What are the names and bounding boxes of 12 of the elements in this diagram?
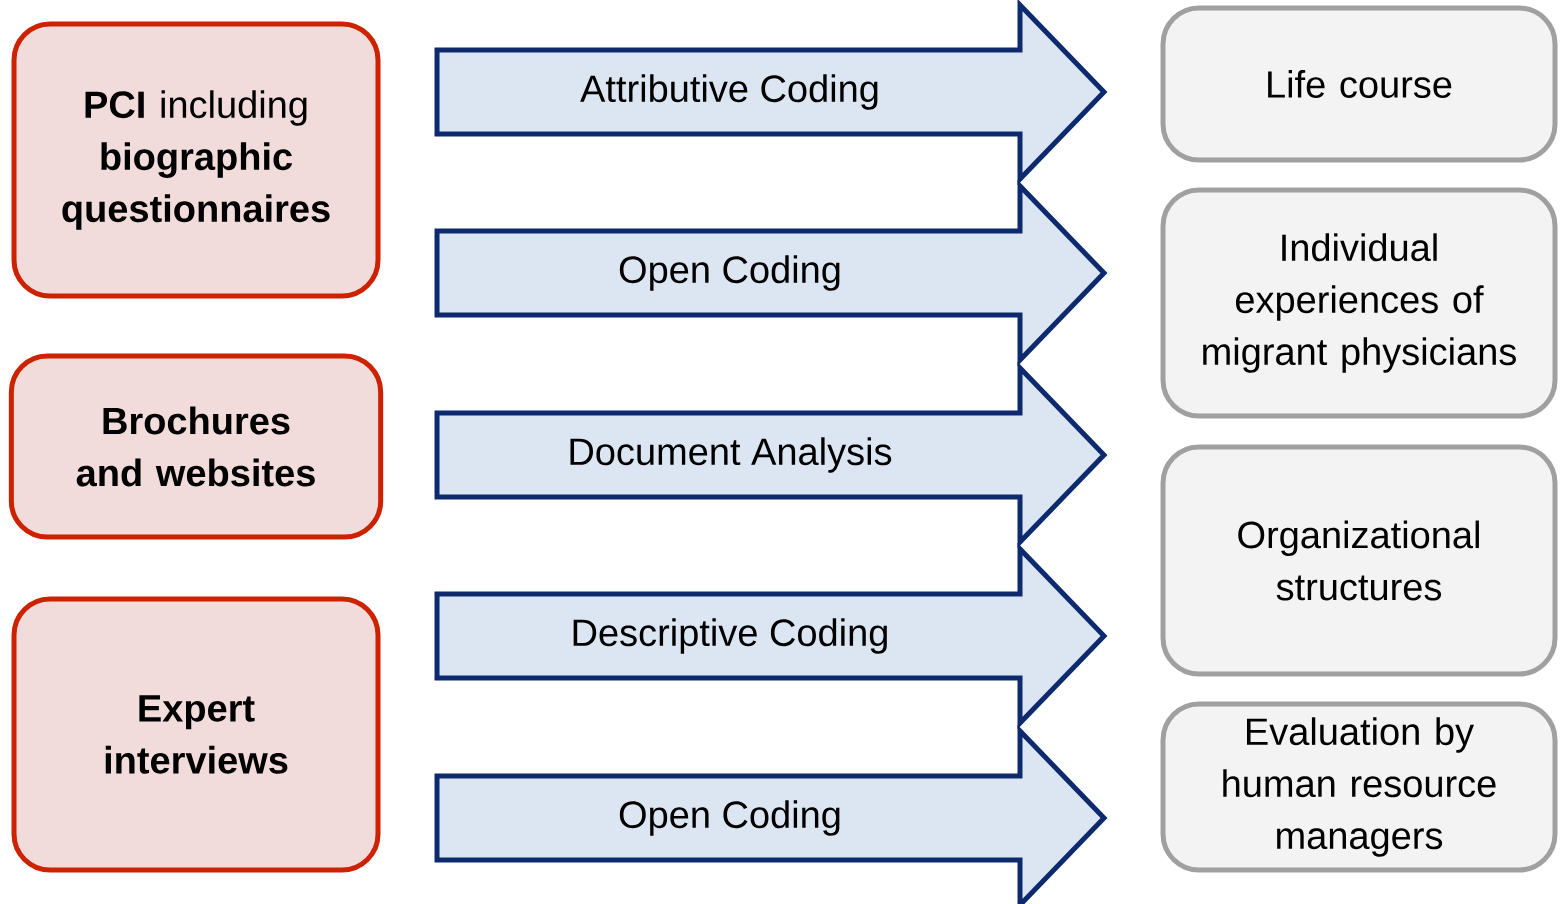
method-banner: Attributive Coding — [434, 0, 1108, 186]
result-box: Life course — [1160, 5, 1558, 163]
method-banner: Open Coding — [434, 724, 1108, 904]
source-box: PCI including biographic questionnaires — [11, 21, 381, 299]
source-box: Brochures and websites — [8, 353, 384, 540]
method-banner: Open Coding — [434, 179, 1108, 367]
result-box: Evaluation by human resource managers — [1160, 701, 1558, 873]
source-box: Expert interviews — [11, 596, 381, 873]
method-banner: Document Analysis — [434, 361, 1108, 549]
method-banner: Descriptive Coding — [434, 542, 1108, 730]
result-box: Individual experiences of migrant physicians — [1160, 187, 1558, 419]
result-box: Organizational structures — [1160, 444, 1558, 677]
